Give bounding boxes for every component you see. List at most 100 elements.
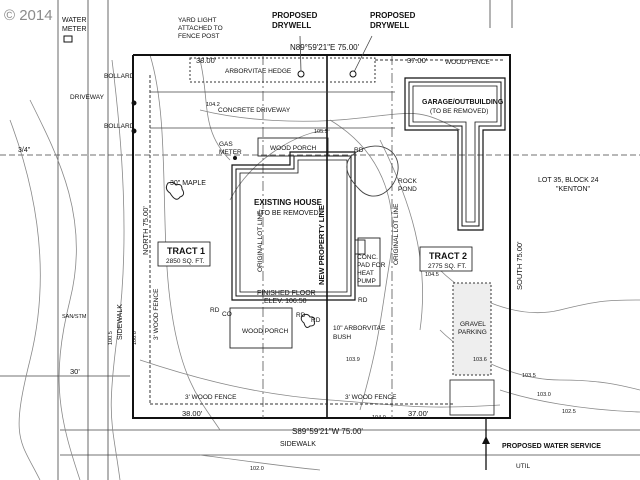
rd-label-1: RD [354,147,364,154]
north-75-label: NORTH 75.00' [141,206,150,255]
bollard-symbol-2 [131,128,137,134]
rd-label-3: RD [210,307,220,314]
copyright-watermark: © 2014 [4,7,53,24]
gas-meter-symbol [233,156,237,160]
rock-pond-label-2: POND [398,186,417,193]
yard-light-label-3: FENCE POST [178,33,220,40]
drywell-b-marker [349,70,357,78]
drywell-a-label-1: PROPOSED [272,11,318,20]
original-lot-line-left-label: ORIGINAL LOT LINE [257,210,264,272]
wood-porch-top-label: WOOD PORCH [270,145,317,152]
drywell-a-leader [299,35,302,73]
pad-label-2: PAD FOR [357,262,386,269]
contour-1045: 104.5 [425,272,439,278]
contour-1008: 100.8 [132,331,138,345]
garage-label-2: (TO BE REMOVED) [430,108,488,115]
contour-1005: 100.5 [108,331,114,345]
heat-pump-pad [357,237,381,287]
garage-outbuilding [404,77,506,231]
pad-label-1: CONC. [357,254,378,261]
rock-pond-label-1: ROCK [398,178,417,185]
pad-label-4: PUMP [357,278,376,285]
contour-1040: 104.0 [372,415,386,421]
drywell-b-label-1: PROPOSED [370,11,416,20]
dim-37-bottom: 37.00' [408,409,429,418]
bollard-symbol-1 [131,100,137,106]
new-property-line-label: NEW PROPERTY LINE [317,205,326,285]
property-boundary [132,54,511,419]
san-stm-label: SAN/STM [62,314,87,320]
lot-label-1: LOT 35, BLOCK 24 [538,177,599,184]
contour-1020: 102.0 [250,466,264,472]
arborvitae-label-1: 10" ARBORVITAE [333,325,386,332]
gravel-parking-area [452,282,492,376]
house-label-2: (TO BE REMOVED) [258,210,321,217]
three-quarter-label: 3/4" [18,147,31,154]
co-label: CO [222,311,232,318]
contour-lines [9,54,640,480]
maple-tree-symbol [165,181,185,200]
original-lot-line-right-label: ORIGINAL LOT LINE [393,203,400,265]
water-meter-symbol [63,35,73,43]
tract2-area: 2775 SQ. FT. [428,263,466,270]
finished-floor-label-2: ELEV. 106.50 [264,298,307,305]
contour-1035: 103.5 [522,373,536,379]
wood-fences [149,59,505,405]
fence-bottom-right-label: 3' WOOD FENCE [345,394,397,401]
water-meter-label-2: METER [62,26,87,33]
dim-37-top: 37.00' [407,56,428,65]
yard-light-label-2: ATTACHED TO [178,25,223,32]
hedge-label: ARBORVITAE HEDGE [225,68,292,75]
wood-porch-top [257,137,329,157]
rd-label-5: RD [311,317,321,324]
gravel-label-1: GRAVEL [460,321,486,328]
water-service-arrow [482,436,490,444]
arborvitae-bush-symbol [300,313,315,328]
dim-38-bottom: 38.00' [182,409,203,418]
garage-label-1: GARAGE/OUTBUILDING [422,99,504,106]
rd-label-4: RD [296,312,306,319]
rd-label-2: RD [358,297,368,304]
tract2-name: TRACT 2 [429,251,467,261]
concrete-driveway-outline [150,91,395,129]
gravel-parking-lower [449,379,495,416]
tract1-area: 2850 SQ. FT. [166,258,204,265]
contour-1025: 102.5 [562,409,576,415]
contour-1039: 103.9 [346,357,360,363]
dim-30-label: 30' [70,367,80,376]
pad-label-3: HEAT [357,270,374,277]
bearing-south-label: S89°59'21"W 75.00' [292,427,363,436]
contour-1030: 103.0 [537,392,551,398]
lot-label-2: "KENTON" [556,186,591,193]
bollard-label-1: BOLLARD [104,73,135,80]
water-meter-label-1: WATER [62,17,87,24]
wood-porch-bottom-label: WOOD PORCH [242,328,289,335]
south-75-label: SOUTH 75.00' [515,241,524,290]
heat-pump-unit [354,239,366,255]
dim-38-top: 38.00' [196,56,217,65]
contour-1042: 104.2 [206,102,220,108]
drywell-b-leader [353,35,373,73]
wood-fence-top-label: WOOD FENCE [445,59,490,66]
finished-floor-label-1: FINISHED FLOOR [257,290,316,297]
three-wood-fence-vertical-label: 3' WOOD FENCE [153,288,160,340]
drawing-labels: © 2014 WATER METER YARD LIGHT ATTACHED T… [4,7,601,472]
driveway-left-label: DRIVEWAY [70,94,105,101]
rock-pond [346,145,399,197]
gravel-label-2: PARKING [458,329,487,336]
tract1-box [157,241,211,267]
util-label: UTIL [516,463,530,470]
contour-1036: 103.6 [473,357,487,363]
fence-bottom-left-label: 3' WOOD FENCE [185,394,237,401]
maple-label: 30" MAPLE [170,180,206,187]
house-label-1: EXISTING HOUSE [254,198,323,207]
water-service-label: PROPOSED WATER SERVICE [502,443,601,450]
drywell-b-label-2: DRYWELL [370,21,409,30]
yard-light-label-1: YARD LIGHT [178,17,217,24]
sidewalk-vertical-label: SIDEWALK [117,304,124,340]
gas-meter-label-1: GAS [219,141,233,148]
drywell-a-marker [297,70,305,78]
arborvitae-hedge [189,57,376,83]
